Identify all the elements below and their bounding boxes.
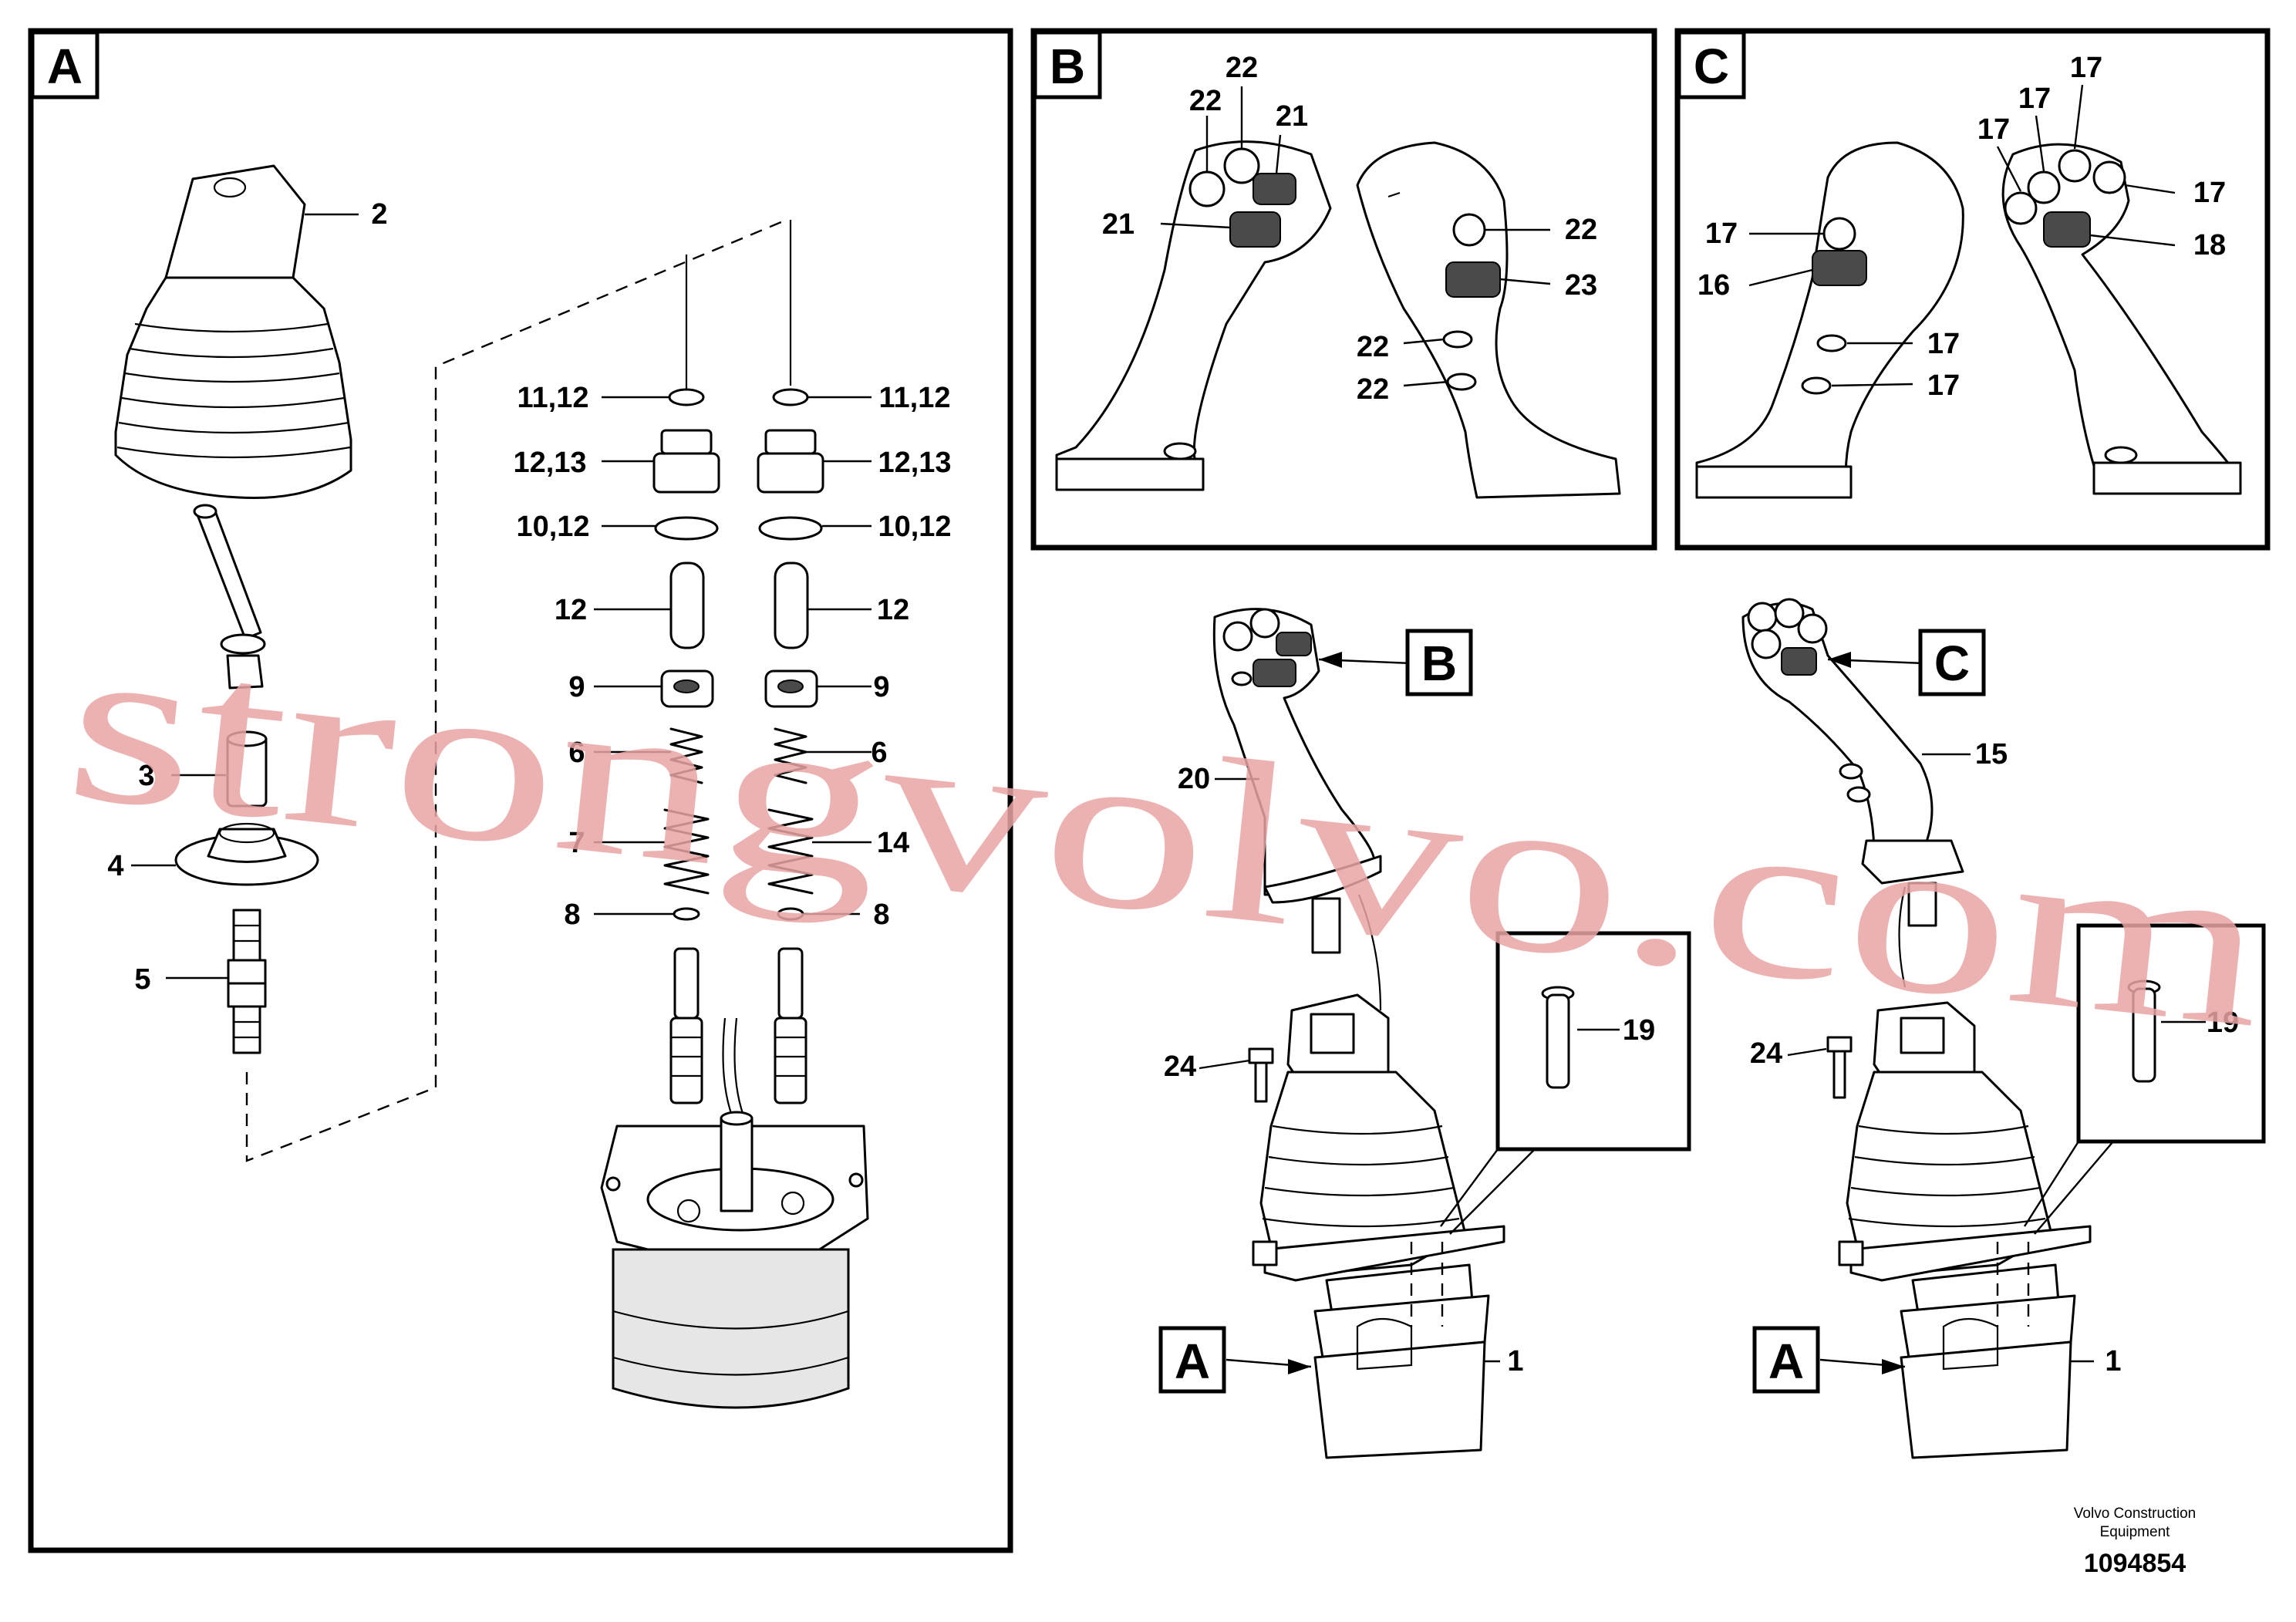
lever-rod	[193, 504, 266, 690]
callout-a-5: 5	[134, 963, 150, 996]
ref-tag-a-left	[1158, 1326, 1226, 1394]
callout-b-22e: 22	[1357, 373, 1389, 406]
callout-right-8: 8	[873, 899, 889, 931]
assembly-b: B 20 24 19 A 1	[1158, 608, 1691, 1459]
callout-a-2: 2	[371, 198, 387, 231]
callout-c-17f: 17	[1927, 328, 1960, 360]
callout-a-3: 3	[138, 760, 154, 792]
ref-tag-c	[1918, 629, 1986, 696]
callout-right-10-12: 10,12	[878, 511, 951, 543]
callout-c-17b: 17	[2018, 83, 2051, 115]
callout-left-12: 12	[555, 594, 587, 626]
callout-m-1: 1	[1507, 1345, 1523, 1378]
ref-tag-c-label: C	[1934, 636, 1970, 691]
callout-right-12: 12	[877, 594, 909, 626]
callout-b-22a: 22	[1226, 52, 1258, 84]
ref-tag-a-left-label: A	[1175, 1334, 1210, 1389]
callout-b-23: 23	[1565, 269, 1597, 302]
callout-n-15: 15	[1975, 738, 2008, 771]
callout-right-6: 6	[871, 737, 887, 769]
grip-b-front	[1055, 140, 1332, 491]
callout-m-24: 24	[1164, 1050, 1196, 1083]
panel-b: B 22 22 21 21 22 23	[1030, 28, 1657, 551]
callout-b-21b: 21	[1102, 208, 1135, 241]
callout-right-11-12: 11,12	[879, 382, 951, 414]
ref-tag-b	[1405, 629, 1473, 696]
callout-b-22d: 22	[1357, 331, 1389, 363]
panel-c: C 17 17 17 17	[1674, 28, 2271, 551]
callout-b-22c: 22	[1565, 214, 1597, 246]
grip-c-rear	[1695, 141, 1964, 499]
callout-b-21a: 21	[1276, 100, 1308, 133]
callout-b-22b: 22	[1189, 85, 1222, 117]
part-4-plate	[174, 822, 319, 886]
valve-stack-left	[652, 388, 720, 1104]
callout-n-1: 1	[2105, 1345, 2121, 1378]
callout-c-17g: 17	[1927, 369, 1960, 402]
ref-tag-a-right	[1752, 1326, 1820, 1394]
panel-a-frame	[28, 28, 1013, 1553]
view-tag-c	[1677, 30, 1746, 99]
callout-right-14: 14	[877, 827, 909, 859]
callout-m-19: 19	[1623, 1014, 1655, 1047]
view-tag-b	[1033, 30, 1102, 99]
callout-left-12-13: 12,13	[513, 447, 586, 479]
brand-line-2: Equipment	[2100, 1524, 2171, 1540]
callout-m-20: 20	[1178, 763, 1210, 795]
assembly-c: C 15 24 19 A 1	[1741, 598, 2266, 1459]
panel-c-frame	[1674, 28, 2271, 551]
inset-19-frame-c	[2076, 923, 2266, 1144]
panel-b-frame	[1030, 28, 1657, 551]
callout-a-4: 4	[107, 850, 123, 882]
callout-c-16: 16	[1698, 269, 1730, 302]
callout-left-8: 8	[564, 899, 580, 931]
part-3-sleeve	[226, 730, 268, 808]
callout-right-12-13: 12,13	[878, 447, 951, 479]
callout-c-17a: 17	[2070, 52, 2102, 84]
inset-19-frame-b	[1495, 931, 1691, 1152]
callout-left-9: 9	[568, 671, 585, 703]
grip-b-rear	[1356, 141, 1621, 499]
callout-n-24: 24	[1750, 1037, 1782, 1070]
callout-left-11-12: 11,12	[518, 382, 589, 414]
panel-a: A	[28, 28, 1013, 1553]
view-tag-a-label: A	[47, 39, 83, 94]
part-5-universal-joint	[227, 909, 267, 1054]
grip-c-front	[2001, 143, 2242, 495]
callout-c-17d: 17	[2193, 177, 2226, 209]
footer: Volvo Construction Equipment 1094854	[2074, 1506, 2196, 1578]
view-tag-a	[30, 30, 99, 99]
callout-n-19: 19	[2207, 1007, 2239, 1039]
panel-a-callouts: 2 3 4 5 11,12 12,13 10,12 12 9 6 7 8 11,…	[107, 198, 951, 996]
callout-c-17c: 17	[1977, 113, 2010, 146]
callout-c-18: 18	[2193, 229, 2226, 261]
callout-left-6: 6	[568, 737, 585, 769]
callout-left-10-12: 10,12	[516, 511, 589, 543]
ref-tag-a-right-label: A	[1768, 1334, 1804, 1389]
valve-stack-right	[757, 388, 824, 1104]
view-tag-c-label: C	[1694, 39, 1729, 94]
rubber-boot	[114, 164, 352, 500]
view-tag-b-label: B	[1050, 39, 1085, 94]
callout-left-7: 7	[568, 827, 585, 859]
callout-right-9: 9	[873, 671, 889, 703]
ref-tag-b-label: B	[1421, 636, 1457, 691]
document-number: 1094854	[2084, 1549, 2186, 1578]
valve-body-housing	[600, 1017, 869, 1409]
brand-line-1: Volvo Construction	[2074, 1506, 2196, 1522]
callout-c-17e: 17	[1705, 218, 1738, 250]
